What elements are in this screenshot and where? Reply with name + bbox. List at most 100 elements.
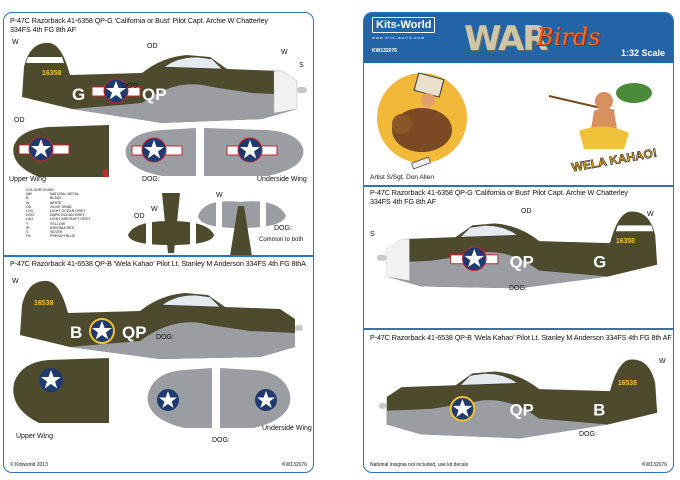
label-od: OD (147, 43, 158, 50)
insignia-star-icon (452, 398, 473, 418)
colour-code: LOG (26, 209, 34, 214)
copyright: © Kitsworld 2013 (10, 462, 48, 468)
colour-code: W (26, 200, 30, 205)
upper-wing-view-2 (13, 358, 109, 423)
star-icon (159, 391, 177, 408)
qp-g-side-view: 16358 G QP (22, 42, 307, 123)
qp-b-side-view-right: QP B 16538 (378, 359, 658, 439)
tail-serial: 16538 (34, 300, 54, 307)
upper-wing-view (13, 125, 109, 177)
star-icon (257, 391, 275, 408)
title-line-1: P-47C Razorback 41-6358 QP-G 'California… (370, 188, 628, 197)
qp-g-side-view-right: QP G 16358 (376, 211, 658, 289)
colour-code: S (26, 230, 29, 235)
code-letters-left: QP (510, 253, 534, 272)
decal-note: National insignia not included, use kit … (370, 462, 469, 468)
label-w: W (659, 358, 666, 365)
code-letter-right: G (593, 253, 606, 272)
code-letter-right: B (593, 401, 605, 420)
label-underside-wing: Underside Wing (262, 425, 312, 432)
colour-code: OD (26, 204, 32, 209)
colour-name: NATURAL METAL (50, 192, 80, 197)
insignia-star-icon (106, 81, 126, 100)
tail-upper-view (128, 193, 214, 253)
label-underside-wing: Underside Wing (257, 176, 307, 183)
underside-grey (70, 322, 295, 359)
colour-name: LIGHT AIRCRAFT GREY (50, 217, 91, 222)
label-od-wing: OD (14, 117, 25, 124)
tail-serial: 16358 (42, 70, 62, 77)
code-letter-left: B (70, 323, 82, 342)
star-icon (240, 140, 260, 159)
label-s: S (299, 62, 304, 69)
canopy (163, 56, 223, 70)
wela-kahao-nose-art: WELA KAHAO! (548, 83, 658, 175)
right-section1-title: P-47C Razorback 41-6358 QP-G 'California… (370, 188, 628, 206)
label-w-tail-2: W (216, 192, 223, 199)
propeller-spinner (297, 87, 307, 93)
colour-code: B (26, 196, 29, 201)
colour-name: FRENCH BLUE (50, 234, 76, 239)
insignia-star-icon (464, 248, 485, 268)
section-divider (4, 255, 313, 257)
underside-grey (72, 84, 297, 123)
right-section2-title: P-47C Razorback 41-6538 QP-B 'Wela Kahao… (370, 333, 672, 342)
label-s: S (370, 231, 375, 238)
label-upper-wing: Upper Wing (9, 176, 46, 183)
code-letter-right: QP (142, 85, 167, 104)
code-letter-right: QP (122, 323, 147, 342)
website-url: www.kits-world.com (372, 35, 426, 40)
colour-code: FB (26, 234, 31, 239)
kits-world-logo: Kits-World (372, 17, 436, 33)
california-or-bust-nose-art (377, 72, 467, 170)
label-w: W (647, 211, 654, 218)
label-od-tail: OD (134, 213, 145, 220)
tail-white-band (26, 57, 64, 63)
birds-logo: Birds (536, 23, 601, 51)
label-dog-tail: DOG: (274, 225, 292, 232)
section-divider (364, 328, 673, 330)
code-letters-left: QP (510, 401, 534, 420)
label-w-tail: W (12, 278, 19, 285)
colour-name: SILVER (50, 230, 63, 235)
star-icon (144, 140, 164, 159)
label-w-tail-1: W (151, 206, 158, 213)
label-dog-wing: DOG: (142, 176, 160, 183)
underside-wing-view-2 (147, 368, 291, 428)
tail-serial: 16538 (618, 380, 637, 387)
colour-code: DOG (26, 213, 35, 218)
scale-label: 1:32 Scale (620, 48, 665, 58)
tail-serial: 16358 (616, 238, 635, 245)
colour-name: YELLOW (50, 221, 65, 226)
header-product-code: KW132076 (372, 48, 398, 54)
label-dog-body: DOG: (122, 83, 140, 90)
colour-name: DARK OCEAN GREY (50, 213, 85, 218)
title-line-1: P-47C Razorback 41-6358 QP-G 'California… (10, 16, 268, 25)
right-decal-panel: Kits-World www.kits-world.com KW132076 W… (363, 12, 674, 473)
code-letter-left: G (72, 85, 85, 104)
brand-header: Kits-World www.kits-world.com KW132076 W… (364, 13, 673, 63)
colour-code: NM (26, 192, 32, 197)
label-dog: DOG: (509, 285, 527, 292)
product-code: KW132076 (642, 462, 667, 468)
title-line-2: 334FS 4th FG 8th AF (10, 25, 77, 34)
label-w-nose: W (281, 49, 288, 56)
label-dog-wing: DOG: (212, 437, 230, 444)
wela-kahao-caption: WELA KAHAO! (571, 146, 658, 175)
colour-name: OLIVE DRAB (50, 204, 72, 209)
title-line-2: 334FS 4th FG 8th AF (370, 197, 437, 206)
section2-title: P-47C Razorback 41-6538 QP-B 'Wela Kahao… (10, 259, 306, 268)
underside-wing-view (125, 128, 304, 176)
label-common-to-both: Common to both (259, 237, 304, 243)
section-divider (364, 185, 673, 187)
colour-code: Y (26, 221, 29, 226)
insignia-star-icon (92, 321, 112, 340)
label-od: OD (521, 208, 532, 215)
colour-code: IR (26, 225, 30, 230)
colour-name: LIGHT OCEAN GREY (50, 209, 86, 214)
star-icon (31, 139, 51, 158)
product-code: KW132076 (282, 462, 307, 468)
label-dog-body: DOG: (156, 334, 174, 341)
label-dog: DOG: (579, 431, 597, 438)
